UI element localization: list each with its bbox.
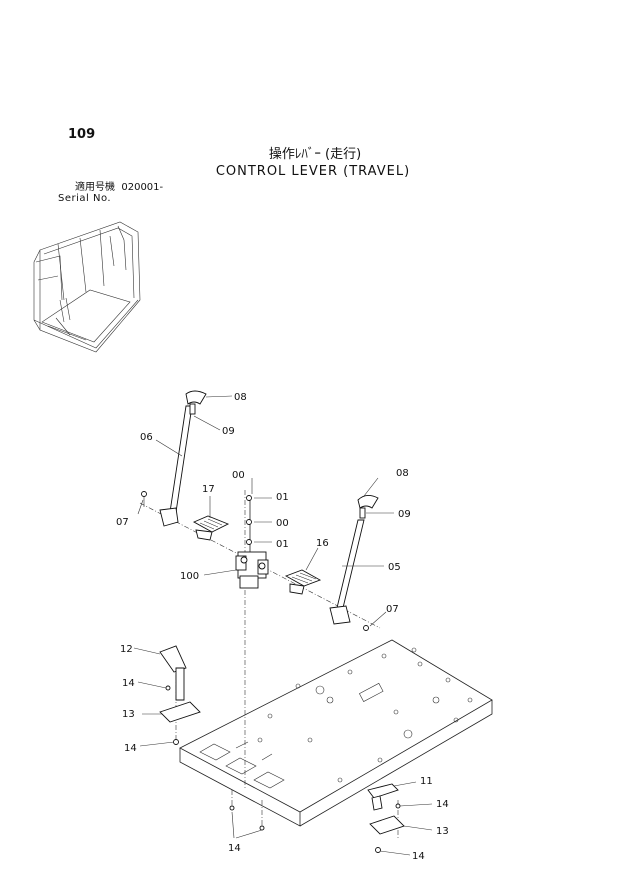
callout-17: 17	[202, 484, 215, 495]
callout-13-left: 13	[122, 709, 135, 720]
travel-lever-right	[329, 495, 379, 631]
callout-14-e: 14	[228, 843, 241, 854]
callout-05: 05	[388, 562, 401, 573]
callout-01-lower: 01	[276, 539, 289, 550]
callout-08-right: 08	[396, 468, 409, 479]
callout-13-right: 13	[436, 826, 449, 837]
callout-08-left: 08	[234, 392, 247, 403]
callout-labels: 08 09 06 07 17 00 01 00 01 08 09 16 100 …	[116, 392, 449, 862]
callout-09-left: 09	[222, 426, 235, 437]
callout-14-d: 14	[412, 851, 425, 862]
callout-01-upper: 01	[276, 492, 289, 503]
travel-lever-left	[141, 390, 207, 527]
callout-00-upper: 00	[232, 470, 245, 481]
floor-plate	[179, 639, 493, 827]
callout-14-c: 14	[436, 799, 449, 810]
pilot-valve	[235, 495, 269, 589]
title-english: CONTROL LEVER (TRAVEL)	[215, 164, 411, 179]
serial-label-japanese: 適用号機 020001-	[75, 183, 163, 193]
lever-front-right	[229, 783, 405, 853]
leader-lines	[133, 395, 433, 856]
callout-16: 16	[316, 538, 329, 549]
callout-09-right: 09	[398, 509, 411, 520]
callout-12: 12	[120, 644, 133, 655]
callout-07-right: 07	[386, 604, 399, 615]
locator-thumbnail	[33, 221, 141, 353]
callout-11: 11	[420, 776, 433, 787]
travel-pedal-right	[284, 569, 322, 595]
serial-range: 020001-	[121, 182, 164, 193]
callout-14-a: 14	[122, 678, 135, 689]
callout-14-b: 14	[124, 743, 137, 754]
lever-rear-left	[159, 645, 201, 745]
callout-07-left: 07	[116, 517, 129, 528]
callout-06: 06	[140, 432, 153, 443]
serial-label-english: Serial No.	[58, 193, 112, 204]
travel-pedal-left	[192, 515, 230, 541]
callout-100: 100	[180, 571, 199, 582]
callout-00-lower: 00	[276, 518, 289, 529]
title-japanese: 操作ﾚﾊﾞｰ (走行)	[268, 147, 362, 162]
serial-label-jp: 適用号機	[75, 182, 115, 193]
page-number: 109	[68, 127, 96, 142]
